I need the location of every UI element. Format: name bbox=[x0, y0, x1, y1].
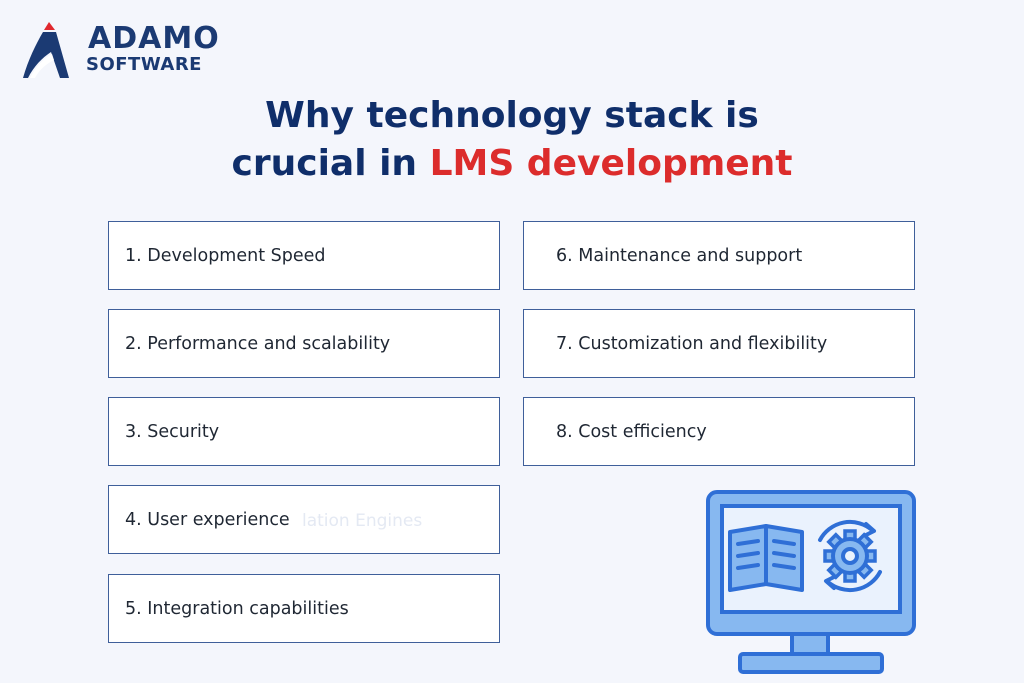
title-line-2-prefix: crucial in bbox=[231, 143, 430, 184]
factor-label: 1. Development Speed bbox=[125, 245, 326, 266]
adamo-mountain-logo-icon bbox=[23, 22, 69, 78]
factor-label: 6. Maintenance and support bbox=[556, 245, 803, 266]
factor-label: 3. Security bbox=[125, 421, 220, 442]
title-line-1: Why technology stack is bbox=[265, 95, 759, 136]
factor-card-1: 1. Development Speed bbox=[108, 221, 500, 290]
factor-label: 7. Customization and flexibility bbox=[556, 333, 828, 354]
factor-card-2: 2. Performance and scalability bbox=[108, 309, 500, 378]
factor-card-4: 4. User experience bbox=[108, 485, 500, 554]
factor-label: 5. Integration capabilities bbox=[125, 598, 349, 619]
factor-label: 4. User experience bbox=[125, 509, 290, 530]
factor-label: 2. Performance and scalability bbox=[125, 333, 391, 354]
factor-card-5: 5. Integration capabilities bbox=[108, 574, 500, 643]
monitor-book-gear-icon bbox=[706, 490, 916, 674]
factor-card-3: 3. Security bbox=[108, 397, 500, 466]
brand-logo: ADAMO SOFTWARE bbox=[22, 20, 232, 82]
title-highlight: LMS development bbox=[429, 143, 793, 184]
factor-card-7: 7. Customization and flexibility bbox=[523, 309, 915, 378]
factor-card-6: 6. Maintenance and support bbox=[523, 221, 915, 290]
brand-subname: SOFTWARE bbox=[86, 54, 202, 75]
factor-label: 8. Cost efficiency bbox=[556, 421, 707, 442]
brand-name: ADAMO bbox=[88, 21, 220, 56]
page-title: Why technology stack is crucial in LMS d… bbox=[0, 92, 1024, 188]
watermark-text: lation Engines bbox=[302, 511, 423, 531]
factor-card-8: 8. Cost efficiency bbox=[523, 397, 915, 466]
